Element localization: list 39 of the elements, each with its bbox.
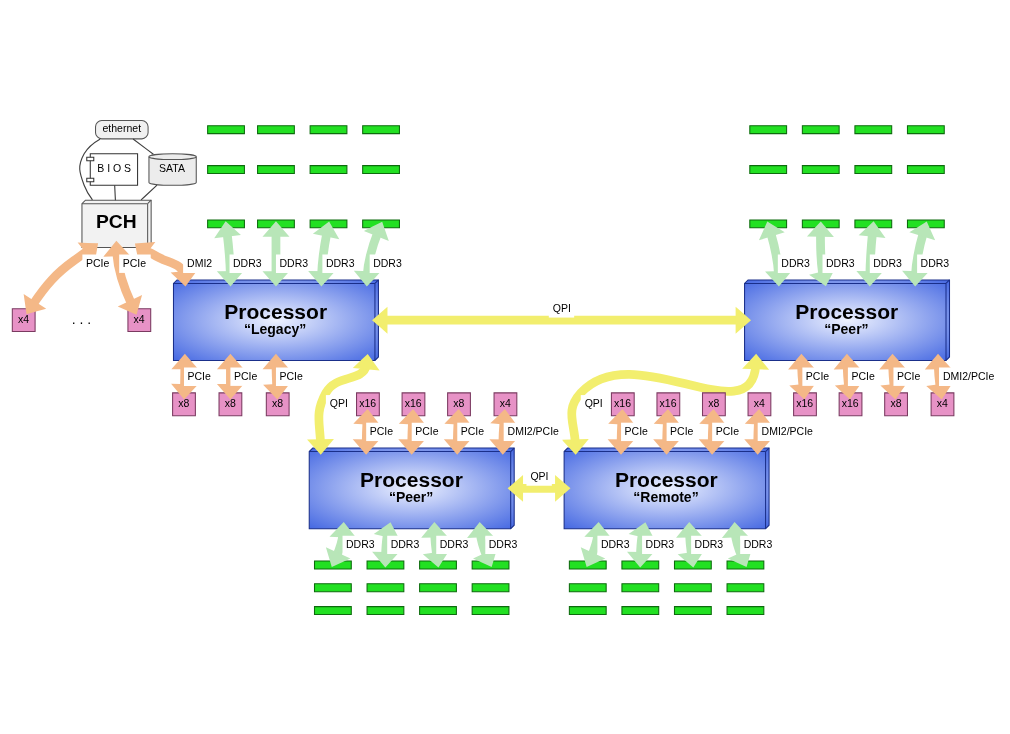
edge-label: DDR3 <box>279 256 309 269</box>
edge-label: PCIe <box>805 369 830 382</box>
edge-label: DDR3 <box>920 256 950 269</box>
edge-label: DDR3 <box>390 537 420 550</box>
edge-label: QPI <box>329 396 348 409</box>
edge-label: PCIe <box>896 369 921 382</box>
edge-label: PCIe <box>624 424 648 437</box>
label: . . . <box>71 310 92 327</box>
edge-label: PCIe <box>670 424 694 437</box>
edge-label: PCIe <box>460 424 485 437</box>
edge-label: PCIe <box>369 424 394 437</box>
edge-label: PCIe <box>187 369 211 382</box>
edge-label: DDR3 <box>826 256 855 269</box>
edge-label: DDR3 <box>694 537 724 550</box>
edge-label: DDR3 <box>781 256 810 269</box>
edge-label: DDR3 <box>645 537 675 550</box>
edge-label: PCIe <box>279 369 303 382</box>
edge-label: DMI2/PCIe <box>942 369 995 382</box>
edge-label: DDR3 <box>373 256 402 269</box>
edge-label: DDR3 <box>873 256 902 269</box>
edge-label: DDR3 <box>346 537 375 550</box>
edge-label: DDR3 <box>743 537 773 550</box>
edge-label: QPI <box>552 301 571 314</box>
edge-label: QPI <box>530 469 549 482</box>
edge-label: PCIe <box>415 424 439 437</box>
edge-label: DDR3 <box>600 537 630 550</box>
edge-label: DDR3 <box>233 256 262 269</box>
edge-label: PCIe <box>233 369 258 382</box>
edge-label: DDR3 <box>488 537 518 550</box>
edge-label: DMI2 <box>187 256 213 269</box>
edge-label: PCIe <box>122 256 147 269</box>
edge-label: QPI <box>584 396 603 409</box>
edge-label: PCIe <box>851 369 875 382</box>
edge-label: DMI2/PCIe <box>507 424 559 437</box>
edge-label: DMI2/PCIe <box>761 424 813 437</box>
edge-label: PCIe <box>715 424 739 437</box>
edge-label: PCIe <box>85 256 110 269</box>
edge-label: DDR3 <box>439 537 469 550</box>
edge-label: DDR3 <box>325 256 355 269</box>
